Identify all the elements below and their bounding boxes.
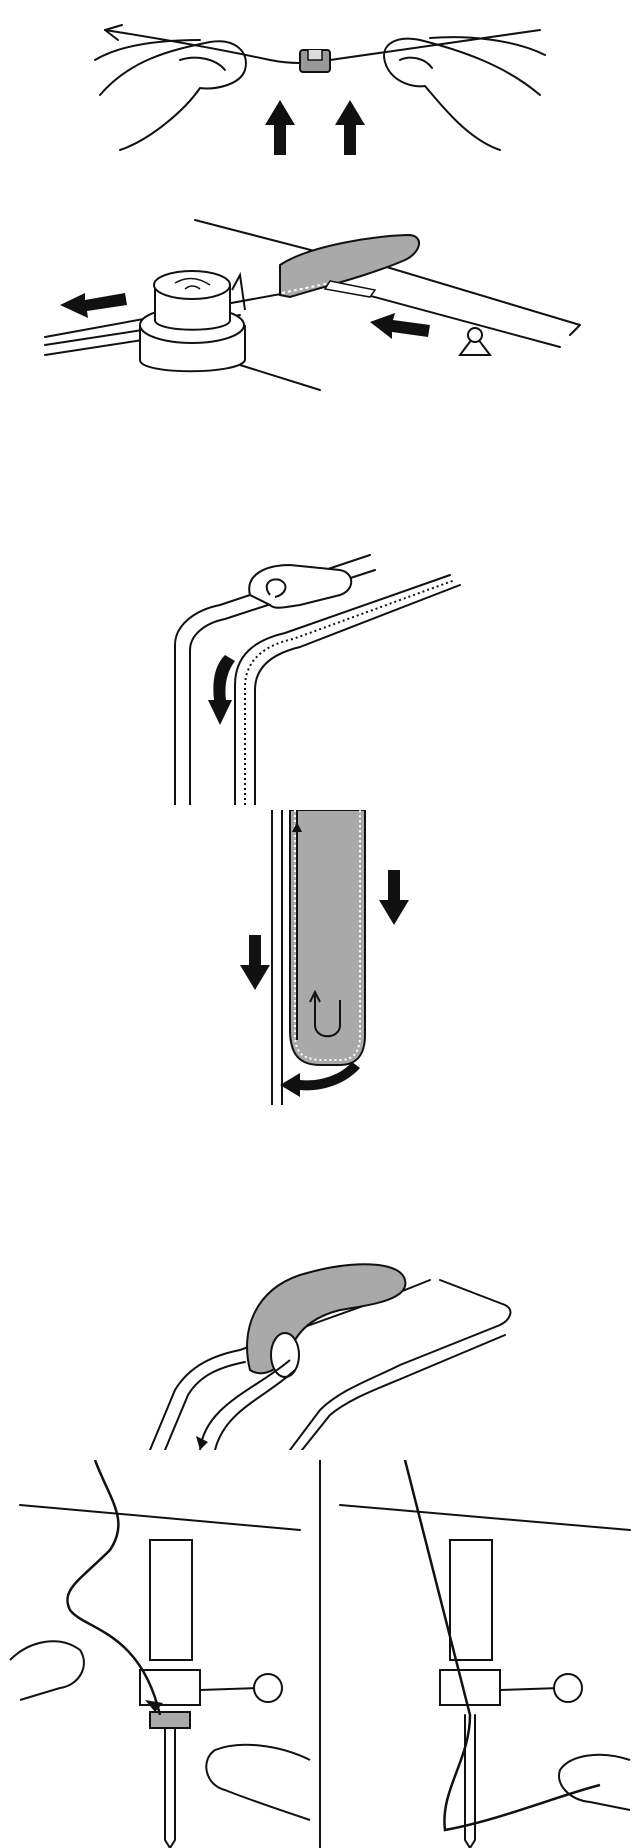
down-arrow-icon — [379, 870, 409, 925]
step-4-illustration — [240, 810, 409, 1105]
take-up-lever-icon — [246, 1263, 407, 1378]
thread-guide-icon — [299, 49, 331, 73]
thread-line — [199, 1359, 291, 1450]
step-2-illustration — [44, 219, 581, 391]
step-5-illustration — [149, 1263, 512, 1450]
left-hand-icon — [99, 40, 247, 151]
right-hand-icon — [558, 1753, 631, 1811]
tension-dial-icon — [139, 270, 246, 373]
up-arrow-icon — [240, 935, 270, 990]
right-hand-icon — [383, 37, 541, 151]
take-up-channel — [289, 810, 366, 1066]
right-hand-icon — [205, 1743, 311, 1821]
curved-left-arrow-icon — [280, 1062, 360, 1097]
left-hand-icon — [9, 1640, 85, 1701]
step-6-illustration — [9, 1460, 631, 1848]
thread-line — [66, 1460, 162, 1716]
step-3-panel — [0, 535, 637, 805]
left-arrow-icon — [60, 293, 127, 318]
step-3-illustration — [174, 554, 461, 805]
curved-down-arrow-icon — [208, 655, 235, 725]
step-6-panel — [0, 1460, 637, 1848]
take-up-lever-icon — [248, 563, 353, 609]
step-1-illustration — [94, 24, 546, 155]
step-6b-needle-eye — [339, 1460, 631, 1848]
step-4-panel — [0, 810, 637, 1110]
thread-line — [214, 1369, 296, 1450]
step-5-panel — [0, 1160, 637, 1450]
thread-arrow-icon — [104, 24, 123, 41]
left-arrow-icon — [370, 313, 430, 339]
u-turn-icon — [309, 989, 341, 1038]
thread-arrow-icon — [145, 1700, 163, 1712]
down-left-arrow-icon — [196, 1436, 208, 1450]
step-1-panel — [0, 0, 637, 205]
step-6a-needle-bar — [9, 1460, 311, 1848]
up-arrows — [265, 100, 365, 155]
up-arrow-icon — [335, 100, 365, 155]
up-arrow-icon — [265, 100, 295, 155]
step-2-panel — [0, 205, 637, 465]
thread-line — [403, 1460, 601, 1832]
thread-guide-icon — [458, 327, 492, 356]
